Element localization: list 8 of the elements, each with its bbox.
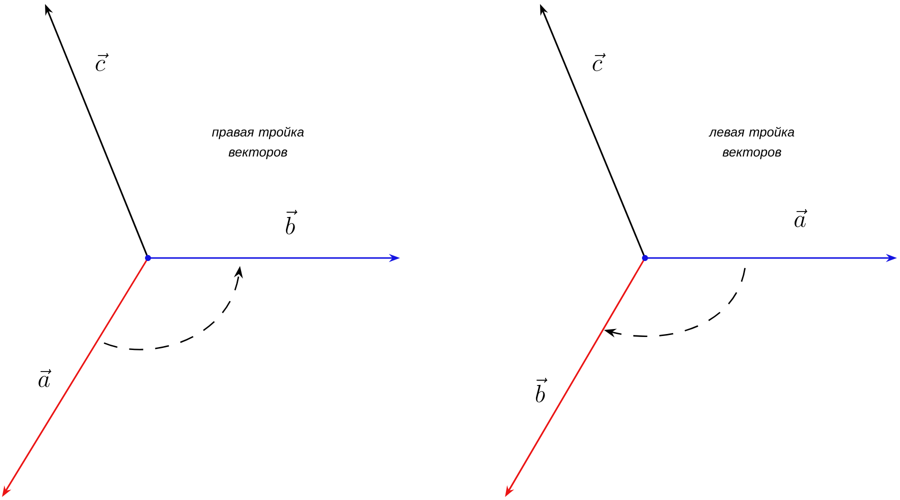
vector-label: $\vec{a}$: [794, 209, 808, 228]
vector-label: $\vec{b}$: [286, 210, 298, 234]
vector-label: $\vec{b}$: [536, 378, 548, 402]
caption-text: правая тройка векторов: [212, 126, 304, 160]
caption-text: левая тройка векторов: [708, 126, 794, 160]
vector-label: $\vec{a}$: [38, 369, 52, 388]
vector-label: $\vec{c}$: [592, 53, 606, 72]
vector-label: $\vec{c}$: [96, 53, 109, 72]
